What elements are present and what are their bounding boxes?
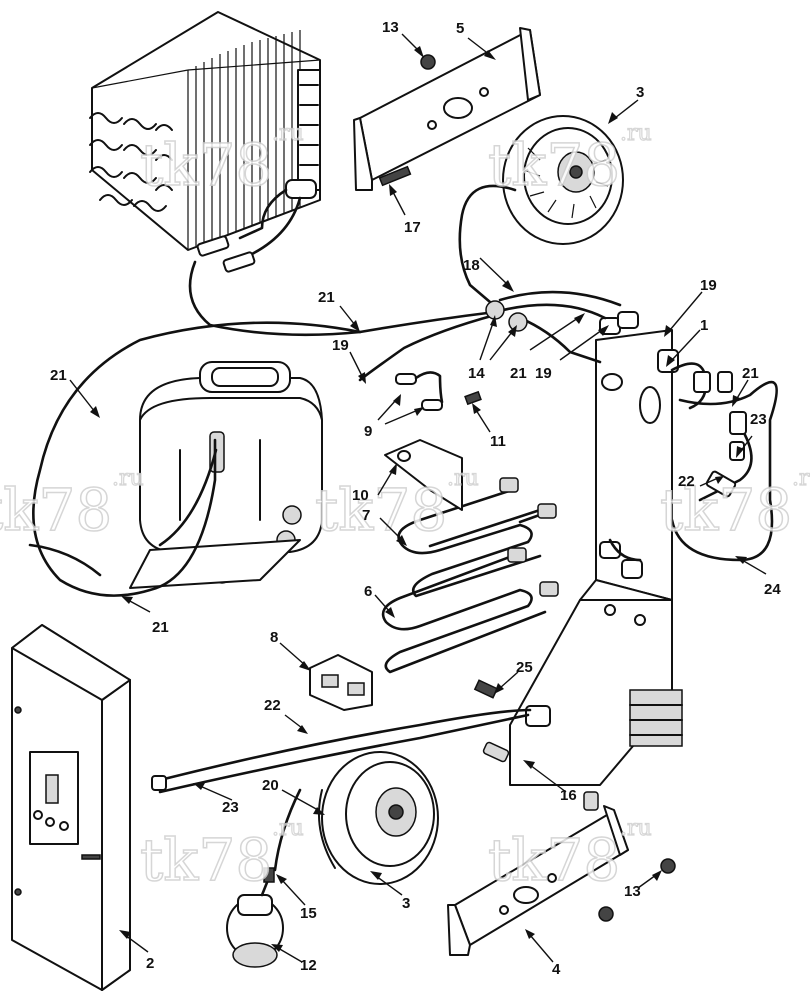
evaporator-fan-top (458, 115, 624, 304)
thermostats (395, 371, 444, 411)
callout-19: 19 (535, 365, 552, 382)
watermark-text: tk78 (0, 476, 112, 544)
watermark-text: tk78 (315, 476, 447, 544)
callout-5: 5 (456, 20, 464, 37)
watermark-suffix: .ru (272, 121, 304, 146)
callout-23: 23 (750, 411, 767, 428)
callout-21: 21 (50, 367, 67, 384)
callout-12: 12 (300, 957, 317, 974)
watermark-suffix: .ru (620, 121, 652, 146)
callout-21: 21 (318, 289, 335, 306)
callout-15: 15 (300, 905, 317, 922)
watermark-layer: tk78 .ru tk78 .ru tk78 .ru tk78 .ru tk78… (0, 120, 810, 894)
watermark-text: tk78 (488, 131, 620, 199)
callout-3: 3 (636, 84, 644, 101)
condenser-coil (89, 11, 321, 273)
callout-labels: 13 5 3 17 18 19 21 1 21 19 14 21 19 21 9… (50, 19, 781, 978)
bottom-mounting-bracket (447, 805, 629, 956)
watermark-suffix: .ru (620, 816, 652, 841)
callout-20: 20 (262, 777, 279, 794)
heater-bracket (384, 439, 463, 511)
evaporator-fan-bottom (317, 751, 439, 885)
callout-7: 7 (362, 507, 370, 524)
watermark-text: tk78 (660, 476, 792, 544)
callout-3: 3 (402, 895, 410, 912)
callout-23: 23 (222, 799, 239, 816)
watermark-suffix: .ru (112, 466, 144, 491)
callout-4: 4 (552, 961, 561, 978)
heating-element-upper (397, 477, 557, 598)
callout-18: 18 (463, 257, 480, 274)
watermark-suffix: .ru (272, 816, 304, 841)
callout-17: 17 (404, 219, 421, 236)
callout-25: 25 (516, 659, 533, 676)
callout-21: 21 (742, 365, 759, 382)
clip-11 (464, 390, 482, 406)
bracket-8 (309, 654, 373, 711)
callout-10: 10 (352, 487, 369, 504)
callout-22: 22 (264, 697, 281, 714)
top-mounting-bracket (353, 27, 541, 191)
callout-13: 13 (382, 19, 399, 36)
heating-element-lower (381, 547, 559, 674)
rubber-feet-bottom (598, 858, 676, 922)
watermark-suffix: .ru (447, 466, 479, 491)
callout-19: 19 (332, 337, 349, 354)
watermark-suffix: .ru (792, 466, 810, 491)
callout-6: 6 (364, 583, 372, 600)
control-panel-chassis (509, 311, 683, 786)
watermark-text: tk78 (140, 131, 272, 199)
callout-22: 22 (678, 473, 695, 490)
callout-14: 14 (468, 365, 485, 382)
callout-19: 19 (700, 277, 717, 294)
callout-1: 1 (700, 317, 708, 334)
callout-16: 16 (560, 787, 577, 804)
callout-8: 8 (270, 629, 278, 646)
rubber-foot-top (420, 54, 436, 70)
callout-2: 2 (146, 955, 154, 972)
front-control-panel (11, 624, 167, 991)
callout-9: 9 (364, 423, 372, 440)
cable-grommets (485, 300, 747, 498)
callout-leaders (69, 33, 767, 963)
callout-11: 11 (490, 433, 506, 450)
callout-21: 21 (510, 365, 527, 382)
watermark-text: tk78 (140, 826, 272, 894)
watermark-text: tk78 (488, 826, 620, 894)
condenser-sensor (196, 179, 317, 273)
compressor (129, 361, 323, 589)
callout-21: 21 (152, 619, 169, 636)
callout-24: 24 (764, 581, 781, 598)
callout-13: 13 (624, 883, 641, 900)
fan-motor (226, 867, 284, 968)
fittings (473, 679, 599, 811)
